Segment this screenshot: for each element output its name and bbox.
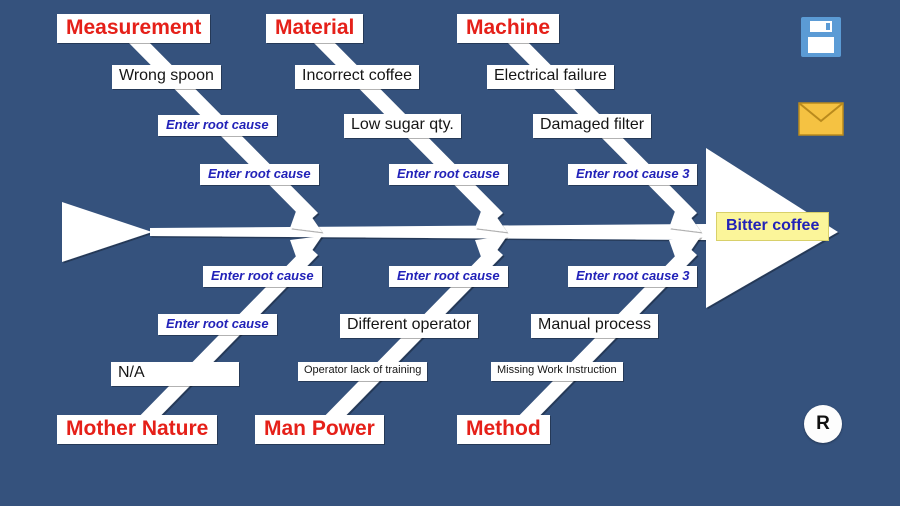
category-machine[interactable]: Machine bbox=[457, 14, 560, 44]
cause-material-1[interactable]: Incorrect coffee bbox=[295, 65, 419, 89]
category-material[interactable]: Material bbox=[266, 14, 364, 44]
cause-material-3[interactable]: Enter root cause bbox=[389, 164, 508, 185]
category-man-power[interactable]: Man Power bbox=[255, 415, 384, 445]
cause-material-2[interactable]: Low sugar qty. bbox=[344, 114, 461, 138]
save-icon[interactable] bbox=[800, 16, 842, 63]
rib-bottom-man-power bbox=[311, 236, 507, 440]
cause-man-power-2[interactable]: Different operator bbox=[340, 314, 479, 338]
cause-machine-3[interactable]: Enter root cause 3 bbox=[568, 164, 698, 185]
cause-measurement-2[interactable]: Enter root cause bbox=[158, 115, 277, 136]
watermark-letter: R bbox=[816, 413, 830, 434]
mail-icon[interactable] bbox=[798, 102, 844, 141]
rib-bottom-mother-nature bbox=[126, 236, 322, 440]
cause-man-power-3[interactable]: Operator lack of training bbox=[298, 362, 428, 381]
cause-method-3[interactable]: Missing Work Instruction bbox=[491, 362, 623, 381]
cause-mother-nature-2[interactable]: Enter root cause bbox=[158, 314, 277, 335]
fish-spine bbox=[150, 224, 706, 240]
category-method[interactable]: Method bbox=[457, 415, 550, 445]
rib-bottom-method bbox=[505, 236, 701, 440]
fish-tail bbox=[62, 202, 152, 262]
cause-man-power-1[interactable]: Enter root cause bbox=[389, 266, 508, 287]
cause-machine-1[interactable]: Electrical failure bbox=[487, 65, 614, 89]
cause-mother-nature-3[interactable]: N/A bbox=[111, 362, 239, 386]
effect-label[interactable]: Bitter coffee bbox=[716, 212, 830, 241]
category-mother-nature[interactable]: Mother Nature bbox=[57, 415, 218, 445]
cause-machine-2[interactable]: Damaged filter bbox=[533, 114, 652, 138]
watermark-badge: R bbox=[804, 405, 842, 443]
cause-measurement-1[interactable]: Wrong spoon bbox=[112, 65, 221, 89]
cause-method-2[interactable]: Manual process bbox=[531, 314, 658, 338]
cause-method-1[interactable]: Enter root cause 3 bbox=[568, 266, 698, 287]
cause-mother-nature-1[interactable]: Enter root cause bbox=[203, 266, 322, 287]
cause-measurement-3[interactable]: Enter root cause bbox=[200, 164, 319, 185]
category-measurement[interactable]: Measurement bbox=[57, 14, 211, 44]
